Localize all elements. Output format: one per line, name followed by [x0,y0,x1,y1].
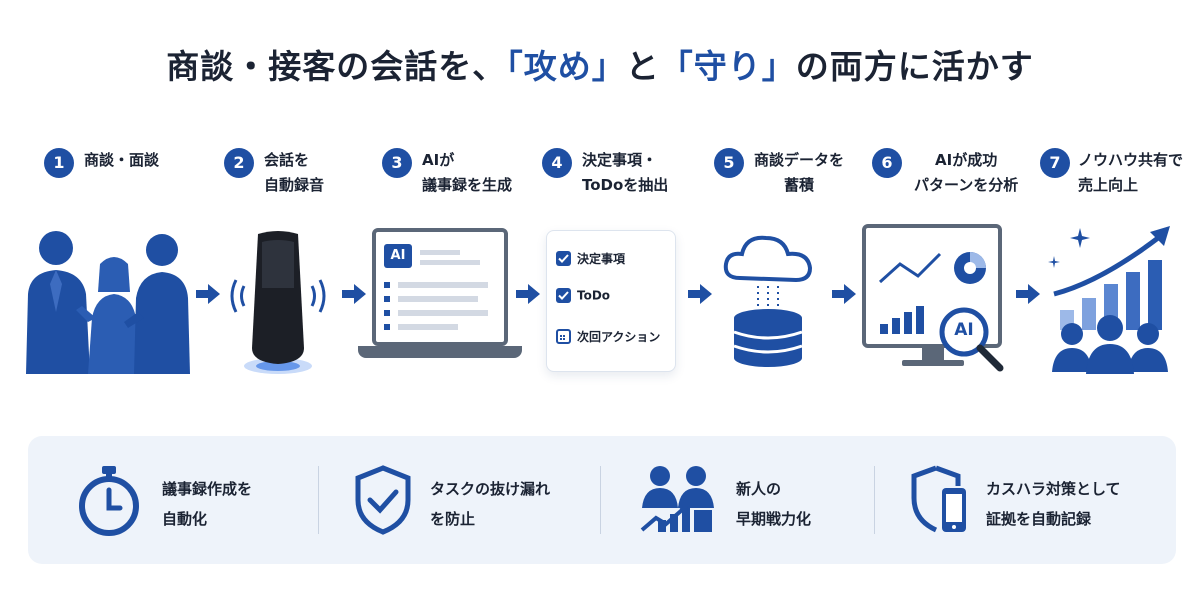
step-number: 7 [1040,148,1070,178]
title-part1: 商談・接客の会話を、 [166,47,507,86]
calendar-icon [556,329,571,344]
laptop-illustration: AI [358,228,522,370]
step-label: 商談・面談 [84,151,160,169]
step-label: AIが 議事録を生成 [422,151,513,194]
ai-badge: AI [384,244,412,268]
step-sales-growth: 7 ノウハウ共有で 売上向上 [1036,146,1196,386]
recorder-device-icon [230,231,326,374]
title-accent-offense: 「攻め」 [506,47,626,86]
checklist-item: ToDo [556,288,610,303]
stopwatch-icon [79,466,139,536]
shield-check-icon [355,465,411,535]
arrow-right-icon [1016,284,1040,304]
benefit-harassment-evidence: カスハラ対策として 証拠を自動記録 [910,436,1170,564]
arrow-right-icon [832,284,856,304]
step-label: AIが成功 パターンを分析 [914,151,1019,194]
checklist-item: 次回アクション [556,328,660,345]
step-number: 5 [714,148,744,178]
step-recording: 2 会話を 自動録音 [218,146,378,386]
checklist-item: 決定事項 [556,250,625,267]
shield-phone-icon [911,465,966,533]
step-label: 会話を 自動録音 [264,151,325,194]
benefit-label: カスハラ対策として 証拠を自動記録 [986,480,1121,528]
team-growth-icon [1048,226,1170,374]
ai-badge: AI [954,320,974,340]
arrow-right-icon [342,284,366,304]
checkbox-checked-icon [556,288,571,303]
step-meeting: 1 商談・面談 [40,146,200,386]
benefits-panel: 議事録作成を 自動化 タスクの抜け漏れ を防止 新人の [28,436,1176,564]
benefit-label: 議事録作成を 自動化 [162,480,253,528]
step-ai-analysis: 6 AIが成功 パターンを分析 [872,146,1032,386]
benefit-task-prevention: タスクの抜け漏れ を防止 [354,436,604,564]
step-number: 2 [224,148,254,178]
checkbox-checked-icon [556,251,571,266]
step-number: 3 [382,148,412,178]
people-talking-icon [26,231,190,374]
step-ai-minutes: 3 AIが 議事録を生成 [378,146,538,386]
growth-people-icon [640,466,714,532]
step-number: 1 [44,148,74,178]
benefit-auto-minutes: 議事録作成を 自動化 [76,436,326,564]
step-number: 4 [542,148,572,178]
title-accent-defense: 「守り」 [659,47,796,86]
cloud-database-icon [723,235,813,367]
step-todo-extract: 4 決定事項・ ToDoを抽出 [540,146,700,386]
step-number: 6 [872,148,902,178]
monitor-analysis-illustration: AI [862,224,1012,384]
benefit-label: タスクの抜け漏れ を防止 [430,480,551,528]
divider [874,466,875,534]
title-part3: の両方に活かす [795,47,1034,86]
title-part2: と [625,47,660,86]
process-steps: 1 商談・面談 2 会話を 自動録音 [26,146,1196,386]
step-label: ノウハウ共有で 売上向上 [1078,151,1184,194]
arrow-right-icon [196,284,220,304]
benefit-onboarding: 新人の 早期戦力化 [638,436,888,564]
step-data-storage: 5 商談データを 蓄積 [712,146,872,386]
arrow-right-icon [688,284,712,304]
step-label: 商談データを 蓄積 [754,151,845,194]
divider [318,466,319,534]
checklist-card: 決定事項 ToDo 次回アクション [546,230,676,372]
arrow-right-icon [516,284,540,304]
divider [600,466,601,534]
benefit-label: 新人の 早期戦力化 [736,480,812,528]
step-label: 決定事項・ ToDoを抽出 [582,151,669,194]
page-title: 商談・接客の会話を、「攻め」と「守り」の両方に活かす [0,40,1200,88]
